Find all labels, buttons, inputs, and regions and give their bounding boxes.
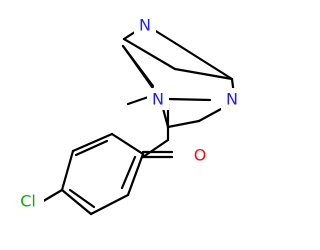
bond (166, 97, 212, 102)
chlorine-label: Cl (20, 192, 36, 211)
bond (71, 132, 114, 153)
structure-canvas: N N N O Cl (12, 14, 243, 216)
carbonyl-bonds (141, 138, 174, 159)
nitrogen-label: N (152, 90, 164, 109)
bond (121, 44, 159, 96)
bond (89, 193, 130, 216)
bond (110, 132, 145, 156)
bond (126, 152, 145, 197)
bond (68, 188, 96, 209)
benzene-ring (38, 132, 145, 216)
bond (173, 67, 234, 81)
nitrogen-label: N (226, 90, 238, 109)
atom-labels: N N N O Cl (12, 14, 243, 214)
bond (74, 139, 109, 157)
bond (197, 107, 223, 123)
molecule-structure: N N N O Cl (12, 14, 243, 216)
nitrogen-label: N (139, 16, 151, 35)
oxygen-label: O (194, 146, 207, 165)
bond (60, 149, 75, 192)
bond (120, 155, 137, 190)
bond (122, 37, 177, 71)
bond (166, 119, 201, 129)
bond (141, 138, 170, 159)
cage-bonds (121, 23, 236, 142)
bond (60, 188, 93, 216)
bond (173, 41, 234, 81)
